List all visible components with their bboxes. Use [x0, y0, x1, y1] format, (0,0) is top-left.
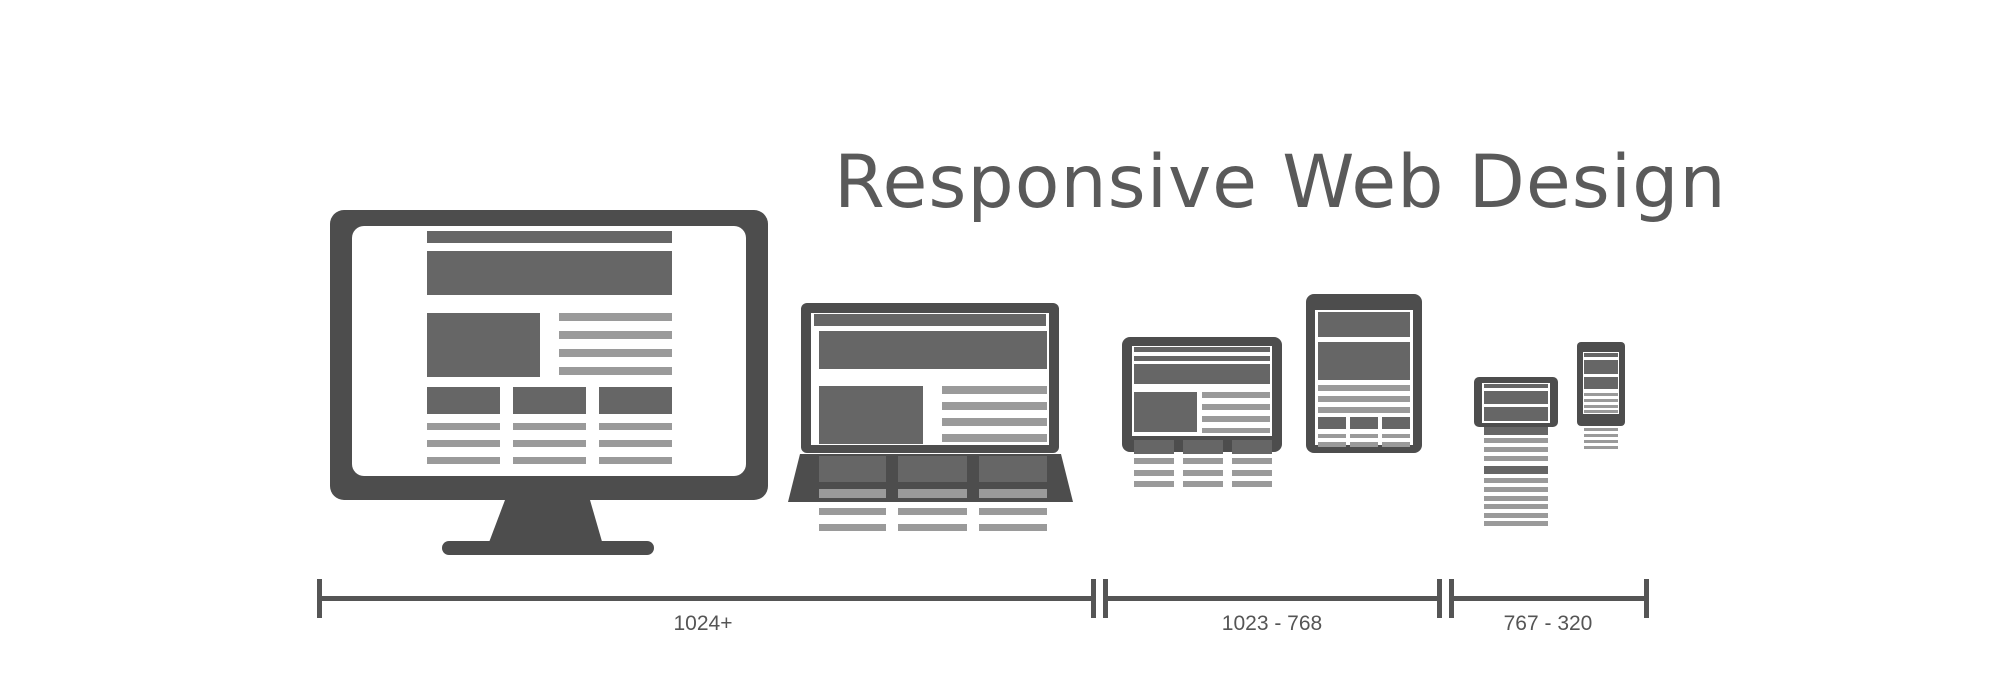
desktop-monitor-icon	[330, 210, 768, 555]
breakpoint-label-small: 767 - 320	[1503, 612, 1593, 635]
phone-landscape-icon	[1474, 377, 1558, 526]
breakpoint-label-medium: 1023 - 768	[1221, 612, 1323, 635]
breakpoint-label-large: 1024+	[673, 612, 733, 635]
laptop-icon	[788, 303, 1073, 531]
breakpoint-range-bar-large	[317, 579, 1096, 618]
breakpoint-range-bar-small	[1449, 579, 1649, 618]
tablet-portrait-icon	[1306, 294, 1422, 453]
page-title: Responsive Web Design	[834, 140, 1727, 225]
phone-portrait-icon	[1577, 342, 1625, 449]
breakpoint-range-bar-medium	[1103, 579, 1442, 618]
tablet-landscape-icon	[1122, 337, 1282, 487]
